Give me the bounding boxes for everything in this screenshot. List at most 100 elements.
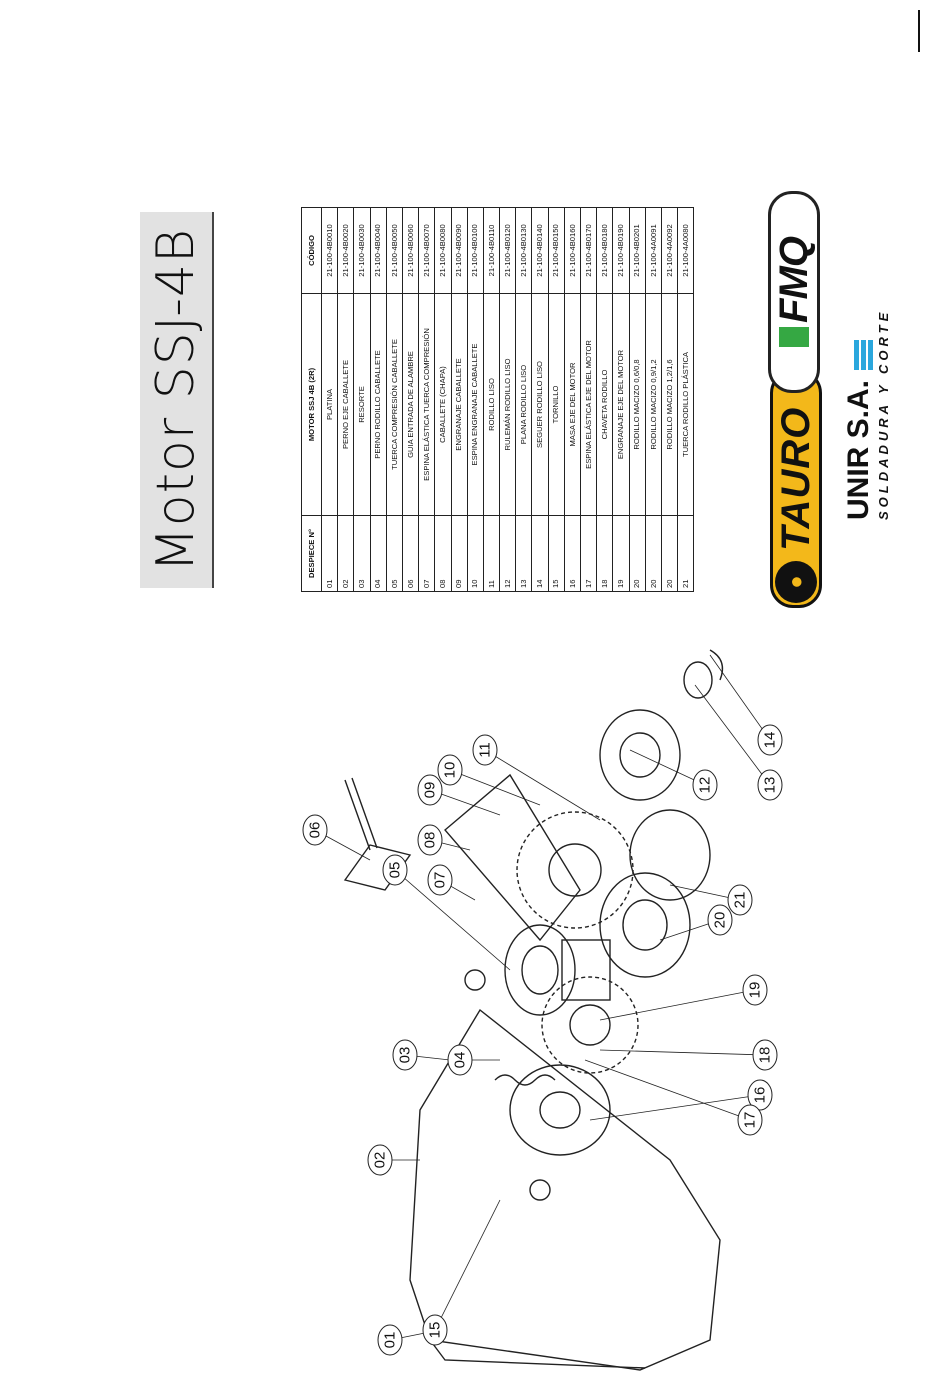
lever-arm-shape bbox=[444, 773, 581, 942]
part-name: PERNO EJE CABALLETE bbox=[337, 293, 354, 516]
part-code: 21-100-4A0080 bbox=[677, 207, 694, 294]
tauro-logo-text: TAURO bbox=[773, 406, 818, 551]
part-name: ENGRANAJE EJE DEL MOTOR bbox=[612, 293, 630, 516]
header-motor: MOTOR SSJ 4B (2R) bbox=[301, 293, 322, 516]
part-number: 04 bbox=[370, 515, 387, 592]
callout-label: 17 bbox=[742, 1112, 759, 1129]
part-number: 18 bbox=[596, 515, 613, 592]
callout-bubble bbox=[377, 1324, 403, 1356]
part-code: 21-100-4B0100 bbox=[467, 207, 484, 294]
part-code: 21-100-4B0120 bbox=[499, 207, 516, 294]
part-name: RODILLO LISO bbox=[483, 293, 500, 516]
part-number: 15 bbox=[548, 515, 565, 592]
callout-bubble bbox=[752, 1039, 778, 1071]
part-code: 21-100-4B0060 bbox=[402, 207, 419, 294]
part-number: 03 bbox=[353, 515, 371, 592]
callout-label: 03 bbox=[397, 1047, 414, 1064]
part-code: 21-100-4B0070 bbox=[418, 207, 435, 294]
callout-bubble bbox=[707, 904, 733, 936]
callout-label: 19 bbox=[747, 982, 764, 999]
callout-label: 04 bbox=[452, 1052, 469, 1069]
screw-top-shape bbox=[464, 969, 486, 991]
part-code: 21-100-4B0190 bbox=[612, 207, 630, 294]
plastic-nut-shape bbox=[629, 809, 711, 901]
part-number: 20 bbox=[629, 515, 646, 592]
part-name: CHAVETA RODILLO bbox=[596, 293, 613, 516]
part-code: 21-100-4B0160 bbox=[564, 207, 581, 294]
base-plate-shape bbox=[409, 1008, 721, 1371]
page-title: Motor SSJ-4B bbox=[146, 227, 206, 573]
callout-label: 14 bbox=[762, 732, 779, 749]
callout-leader bbox=[484, 749, 601, 821]
part-code: 21-100-4B0090 bbox=[451, 207, 468, 294]
callout-label: 18 bbox=[757, 1047, 774, 1064]
part-name: ESPINA ELÁSTICA TUERCA COMPRESIÓN bbox=[418, 293, 435, 516]
part-name: RODILLO MACIZO 0,9/1,2 bbox=[645, 293, 662, 516]
callout-bubble bbox=[742, 974, 768, 1006]
callout-label: 12 bbox=[697, 777, 714, 794]
callout-leader bbox=[599, 1049, 766, 1056]
part-code: 21-100-4B0050 bbox=[386, 207, 403, 294]
callout-bubble bbox=[727, 884, 753, 916]
callout-label: 13 bbox=[762, 777, 779, 794]
part-code: 21-100-4B0140 bbox=[531, 207, 549, 294]
callout-label: 11 bbox=[477, 742, 494, 758]
part-number: 20 bbox=[661, 515, 678, 592]
part-number: 21 bbox=[677, 515, 694, 592]
part-number: 11 bbox=[483, 515, 500, 592]
callout-bubble bbox=[367, 1144, 393, 1176]
part-name: RESORTE bbox=[353, 293, 371, 516]
callout-bubble bbox=[737, 1104, 763, 1136]
part-code: 21-100-4B0010 bbox=[321, 207, 338, 294]
callout-bubble bbox=[437, 754, 463, 786]
part-name: TORNILLO bbox=[548, 293, 565, 516]
part-name: CABALLETE (CHAPA) bbox=[434, 293, 451, 516]
part-number: 06 bbox=[402, 515, 419, 592]
part-code: 21-100-4B0130 bbox=[515, 207, 532, 294]
part-number: 12 bbox=[499, 515, 516, 592]
part-name: PERNO RODILLO CABALLETE bbox=[370, 293, 387, 516]
callout-leader bbox=[434, 1199, 501, 1331]
spring-shape bbox=[494, 1074, 556, 1086]
washer-shape bbox=[683, 661, 713, 699]
part-name: GUIA ENTRADA DE ALAMBRE bbox=[402, 293, 419, 516]
callout-label: 07 bbox=[432, 872, 449, 889]
callout-bubble bbox=[447, 1044, 473, 1076]
gear-caballete-shape bbox=[516, 811, 634, 929]
part-code: 21-100-4B0040 bbox=[370, 207, 387, 294]
callout-label: 02 bbox=[372, 1152, 389, 1169]
part-code: 21-100-4B0180 bbox=[596, 207, 613, 294]
unir-bars-icon bbox=[852, 339, 875, 370]
part-number: 01 bbox=[321, 515, 338, 592]
part-code: 21-100-4B0080 bbox=[434, 207, 451, 294]
knob-shape bbox=[504, 924, 576, 1016]
part-number: 09 bbox=[451, 515, 468, 592]
callout-bubble bbox=[382, 854, 408, 886]
circlip-shape bbox=[709, 649, 724, 681]
fmq-logo-text: FMQ bbox=[771, 237, 816, 323]
callout-label: 16 bbox=[752, 1087, 769, 1104]
callout-bubble bbox=[302, 814, 328, 846]
part-number: 13 bbox=[515, 515, 532, 592]
callout-bubble bbox=[747, 1079, 773, 1111]
wire-guide-shape bbox=[343, 844, 412, 891]
title-background bbox=[140, 212, 212, 588]
roller-shape bbox=[599, 872, 691, 978]
fmq-mark-icon bbox=[779, 326, 809, 347]
